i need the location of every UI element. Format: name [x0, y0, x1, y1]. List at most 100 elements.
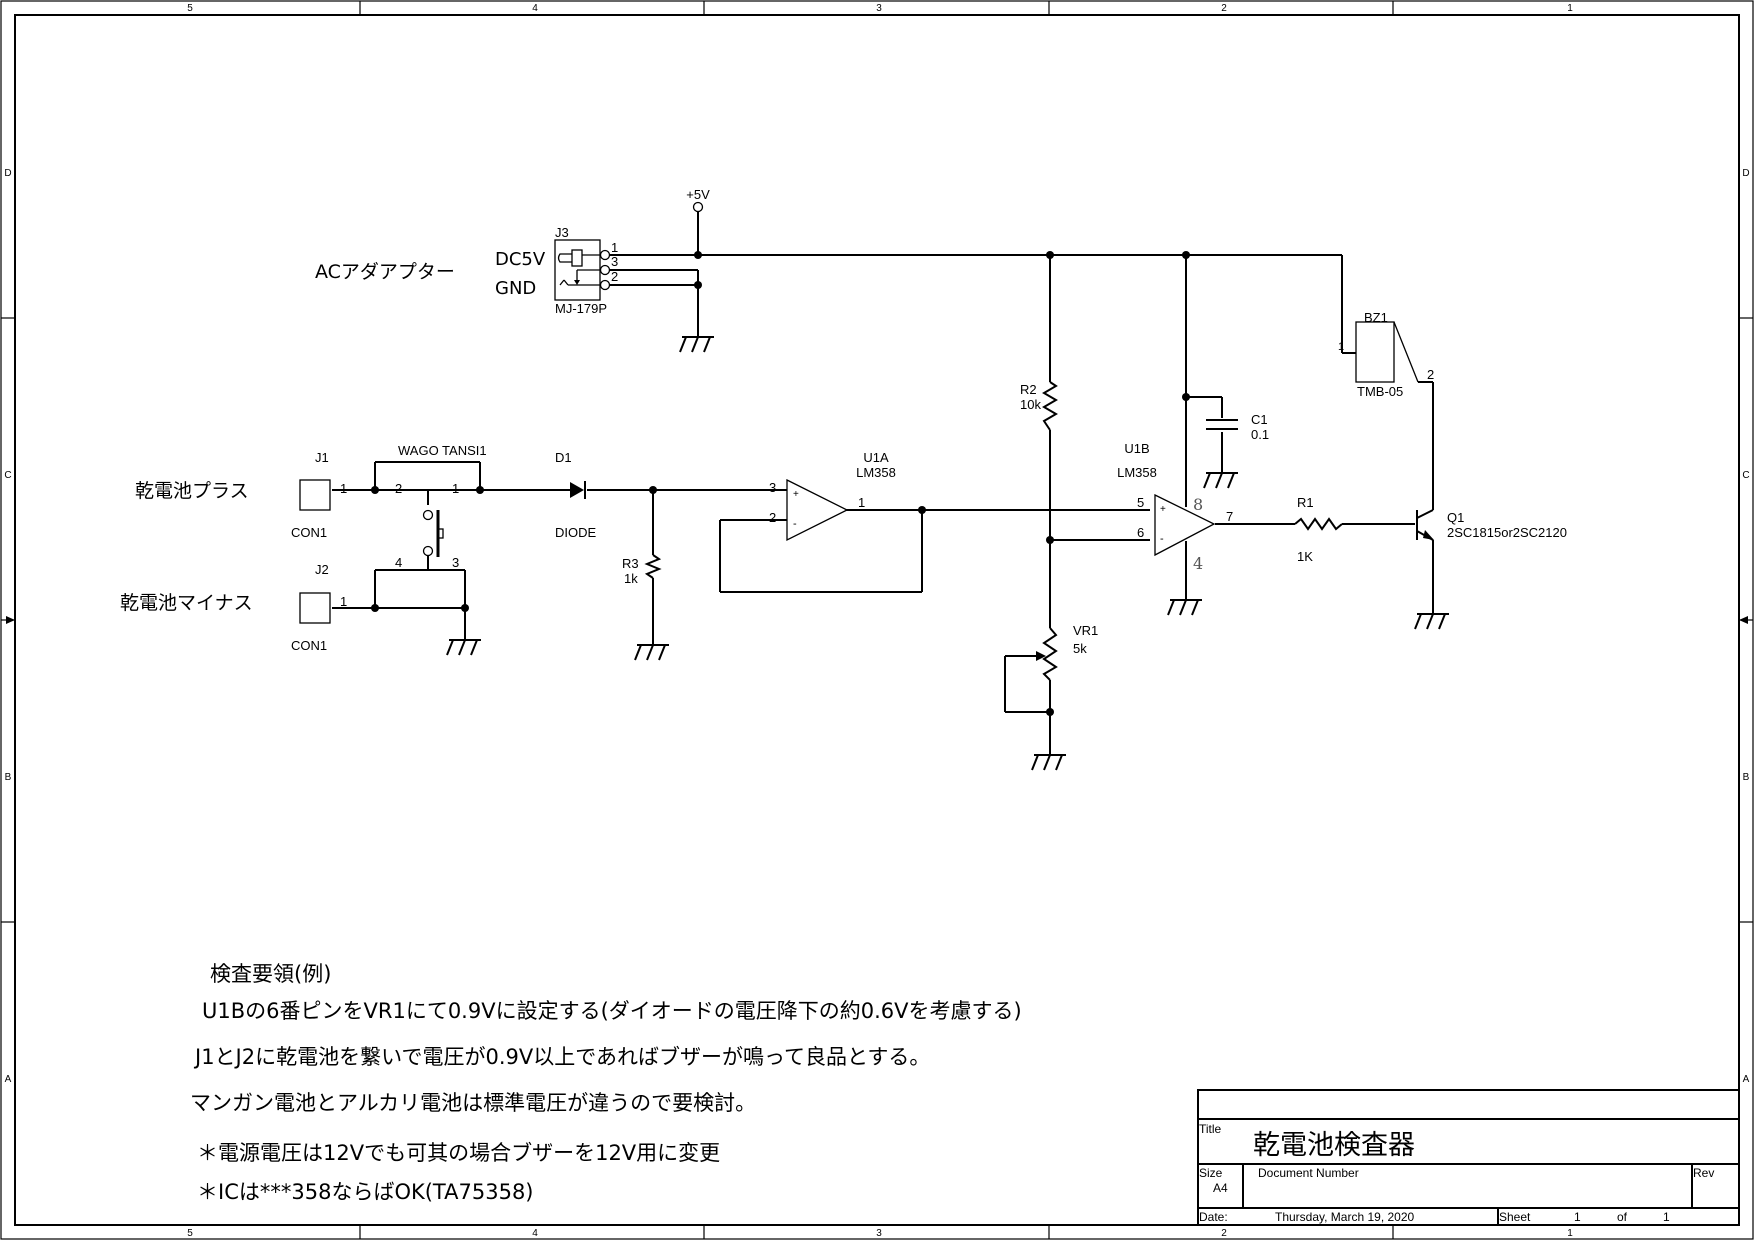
resistor-r1[interactable]: R1 1K: [1294, 495, 1343, 564]
u1b-minus-sign: -: [1160, 533, 1164, 545]
gnd-label: GND: [495, 278, 536, 299]
ac-adapter-jack-j3[interactable]: ACアダアプター DC5V GND J3 1 3 2 MJ-179P: [315, 225, 618, 316]
notes-line: J1とJ2に乾電池を繋いで電圧が0.9V以上であればブザーが鳴って良品とする。: [193, 1045, 930, 1069]
u1a-plus-sign: +: [793, 489, 799, 500]
zone-col-bottom: 3: [876, 1228, 882, 1239]
rev-label: Rev: [1693, 1166, 1714, 1180]
u1a-pin-minus: 2: [769, 510, 776, 525]
r3-value: 1k: [624, 571, 638, 586]
r1-value: 1K: [1297, 549, 1313, 564]
transistor-q1[interactable]: Q1 2SC1815or2SC2120: [1416, 509, 1567, 541]
ground-icon: [634, 644, 669, 661]
of-label: of: [1617, 1210, 1628, 1224]
r2-ref: R2: [1020, 382, 1037, 397]
j2-ref: J2: [315, 562, 329, 577]
ground-symbols: [446, 336, 1449, 771]
buzzer-bz1[interactable]: BZ1 1 2 TMB-05: [1338, 310, 1434, 399]
zone-col-bottom: 1: [1567, 1228, 1573, 1239]
bz1-pin-1: 1: [1338, 341, 1344, 353]
ground-icon: [1203, 472, 1238, 489]
zone-row-left: C: [4, 470, 11, 481]
wires: [332, 254, 1434, 755]
sheet-label: Sheet: [1499, 1210, 1531, 1224]
u1b-plus-sign: +: [1160, 504, 1166, 515]
center-mark-left-icon: [6, 616, 15, 624]
zone-row-right: B: [1743, 772, 1750, 783]
bz1-pin-2: 2: [1427, 367, 1434, 382]
j3-pin-2: 2: [611, 269, 618, 284]
zone-row-left: D: [4, 168, 11, 179]
j2-value: CON1: [291, 638, 327, 653]
u1a-minus-sign: -: [793, 518, 797, 530]
zone-labels: 5 4 3 2 1 5 4 3 2 1 D C B A D C B A: [4, 3, 1749, 1239]
j1-caption: 乾電池プラス: [135, 480, 249, 502]
zone-col-top: 3: [876, 3, 882, 14]
u1b-pin-out: 7: [1226, 509, 1233, 524]
wago-ref: WAGO TANSI1: [398, 443, 487, 458]
sheet-number: 1: [1574, 1210, 1581, 1224]
connector-j2[interactable]: 乾電池マイナス J2 1 CON1: [120, 562, 347, 653]
u1b-pin-vcc: 8: [1193, 495, 1203, 514]
wago-pin-3: 3: [452, 555, 459, 570]
u1a-ref: U1A: [863, 450, 889, 465]
zone-col-bottom: 5: [187, 1228, 193, 1239]
u1a-pin-plus: 3: [769, 480, 776, 495]
j2-caption: 乾電池マイナス: [120, 592, 253, 614]
ground-icon: [679, 336, 714, 353]
ground-icon: [1031, 754, 1066, 771]
q1-value: 2SC1815or2SC2120: [1447, 525, 1567, 540]
potentiometer-vr1[interactable]: VR1 5k: [1036, 623, 1098, 681]
bz1-ref: BZ1: [1364, 310, 1388, 325]
r3-ref: R3: [622, 556, 639, 571]
zone-row-right: A: [1743, 1074, 1750, 1085]
j1-pin: 1: [340, 481, 347, 496]
r1-ref: R1: [1297, 495, 1314, 510]
u1b-value: LM358: [1117, 465, 1157, 480]
opamp-u1b[interactable]: U1B LM358 + - 5 6 7 8 4: [1117, 441, 1233, 573]
j1-value: CON1: [291, 525, 327, 540]
ac-adapter-caption: ACアダアプター: [315, 261, 455, 283]
junctions: [371, 251, 1190, 716]
size-value: A4: [1213, 1181, 1228, 1195]
date-label: Date:: [1199, 1210, 1228, 1224]
title-block: Title 乾電池検査器 Size A4 Document Number Rev…: [1197, 1089, 1740, 1226]
dc5v-label: DC5V: [495, 249, 546, 270]
q1-ref: Q1: [1447, 510, 1464, 525]
ground-icon: [1167, 599, 1202, 616]
opamp-u1a[interactable]: U1A LM358 + - 3 2 1: [769, 450, 896, 542]
wago-pin-2: 2: [395, 481, 402, 496]
u1a-value: LM358: [856, 465, 896, 480]
u1b-ref: U1B: [1124, 441, 1149, 456]
zone-row-left: B: [5, 772, 12, 783]
vcc-label: +5V: [686, 187, 710, 202]
title-label: Title: [1199, 1122, 1222, 1136]
date-value: Thursday, March 19, 2020: [1275, 1210, 1415, 1224]
zone-col-bottom: 4: [532, 1228, 538, 1239]
wago-pin-1: 1: [452, 481, 459, 496]
vr1-ref: VR1: [1073, 623, 1098, 638]
ground-icon: [446, 639, 481, 656]
bz1-value: TMB-05: [1357, 384, 1403, 399]
diode-d1[interactable]: D1 DIODE: [555, 450, 597, 540]
wago-switch[interactable]: WAGO TANSI1 2 1 4 3: [395, 443, 487, 570]
notes-line: U1Bの6番ピンをVR1にて0.9Vに設定する(ダイオードの電圧降下の約0.6V…: [202, 999, 1022, 1023]
sheet-total: 1: [1663, 1210, 1670, 1224]
c1-ref: C1: [1251, 412, 1268, 427]
connector-j1[interactable]: 乾電池プラス J1 1 CON1: [135, 450, 347, 540]
doc-number-label: Document Number: [1258, 1166, 1359, 1180]
zone-col-top: 2: [1221, 3, 1227, 14]
u1a-pin-out: 1: [858, 495, 865, 510]
j3-pin-1: 1: [611, 240, 618, 255]
capacitor-c1[interactable]: C1 0.1: [1206, 412, 1269, 442]
d1-value: DIODE: [555, 525, 597, 540]
resistor-r2[interactable]: R2 10k: [1020, 381, 1058, 431]
notes-line: ＊電源電圧は12Vでも可其の場合ブザーを12V用に変更: [197, 1141, 720, 1165]
zone-col-top: 5: [187, 3, 193, 14]
notes-line: マンガン電池とアルカリ電池は標準電圧が違うので要検討。: [190, 1091, 756, 1115]
resistor-r3[interactable]: R3 1k: [622, 554, 662, 586]
size-label: Size: [1199, 1166, 1223, 1180]
vr1-value: 5k: [1073, 641, 1087, 656]
drawing-title: 乾電池検査器: [1253, 1130, 1415, 1161]
